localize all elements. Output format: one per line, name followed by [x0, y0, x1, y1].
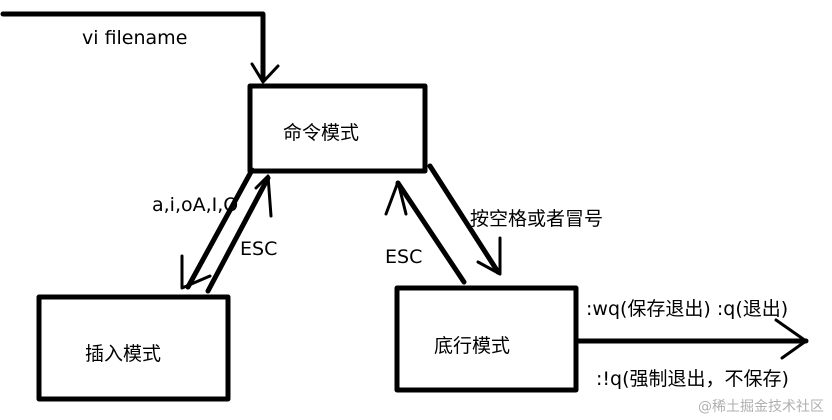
insert-esc-line [205, 175, 271, 294]
to-insert-line [185, 167, 255, 290]
exit-arrow-head [774, 318, 808, 360]
force-quit-label: :!q(强制退出，不保存) [596, 368, 789, 390]
insert-mode-label: 插入模式 [85, 343, 162, 365]
watermark: @稀土掘金技术社区 [698, 399, 824, 415]
to-lastline-arrow-head [476, 236, 502, 276]
to-insert-arrow-head [180, 254, 212, 290]
to-lastline-label: 按空格或者冒号 [470, 208, 604, 230]
lastline-mode-label: 底行模式 [434, 335, 511, 357]
lastline-esc-arrow-head [384, 180, 408, 216]
lastline-esc-label: ESC [385, 246, 423, 268]
command-mode-label: 命令模式 [283, 122, 360, 144]
save-quit-label: :wq(保存退出) :q(退出) [586, 298, 789, 320]
insert-mode-box [36, 294, 231, 402]
command-mode-box [247, 83, 428, 174]
lastline-esc-line [395, 180, 467, 285]
insert-esc-arrow-head [254, 174, 273, 218]
insert-esc-label: ESC [240, 238, 278, 260]
start-label: vi filename [82, 27, 188, 49]
start-arrow-head [250, 62, 280, 84]
start-arrow-line [0, 11, 266, 83]
to-lastline-line [427, 163, 501, 275]
to-insert-label: a,i,oA,I,O [152, 194, 239, 216]
